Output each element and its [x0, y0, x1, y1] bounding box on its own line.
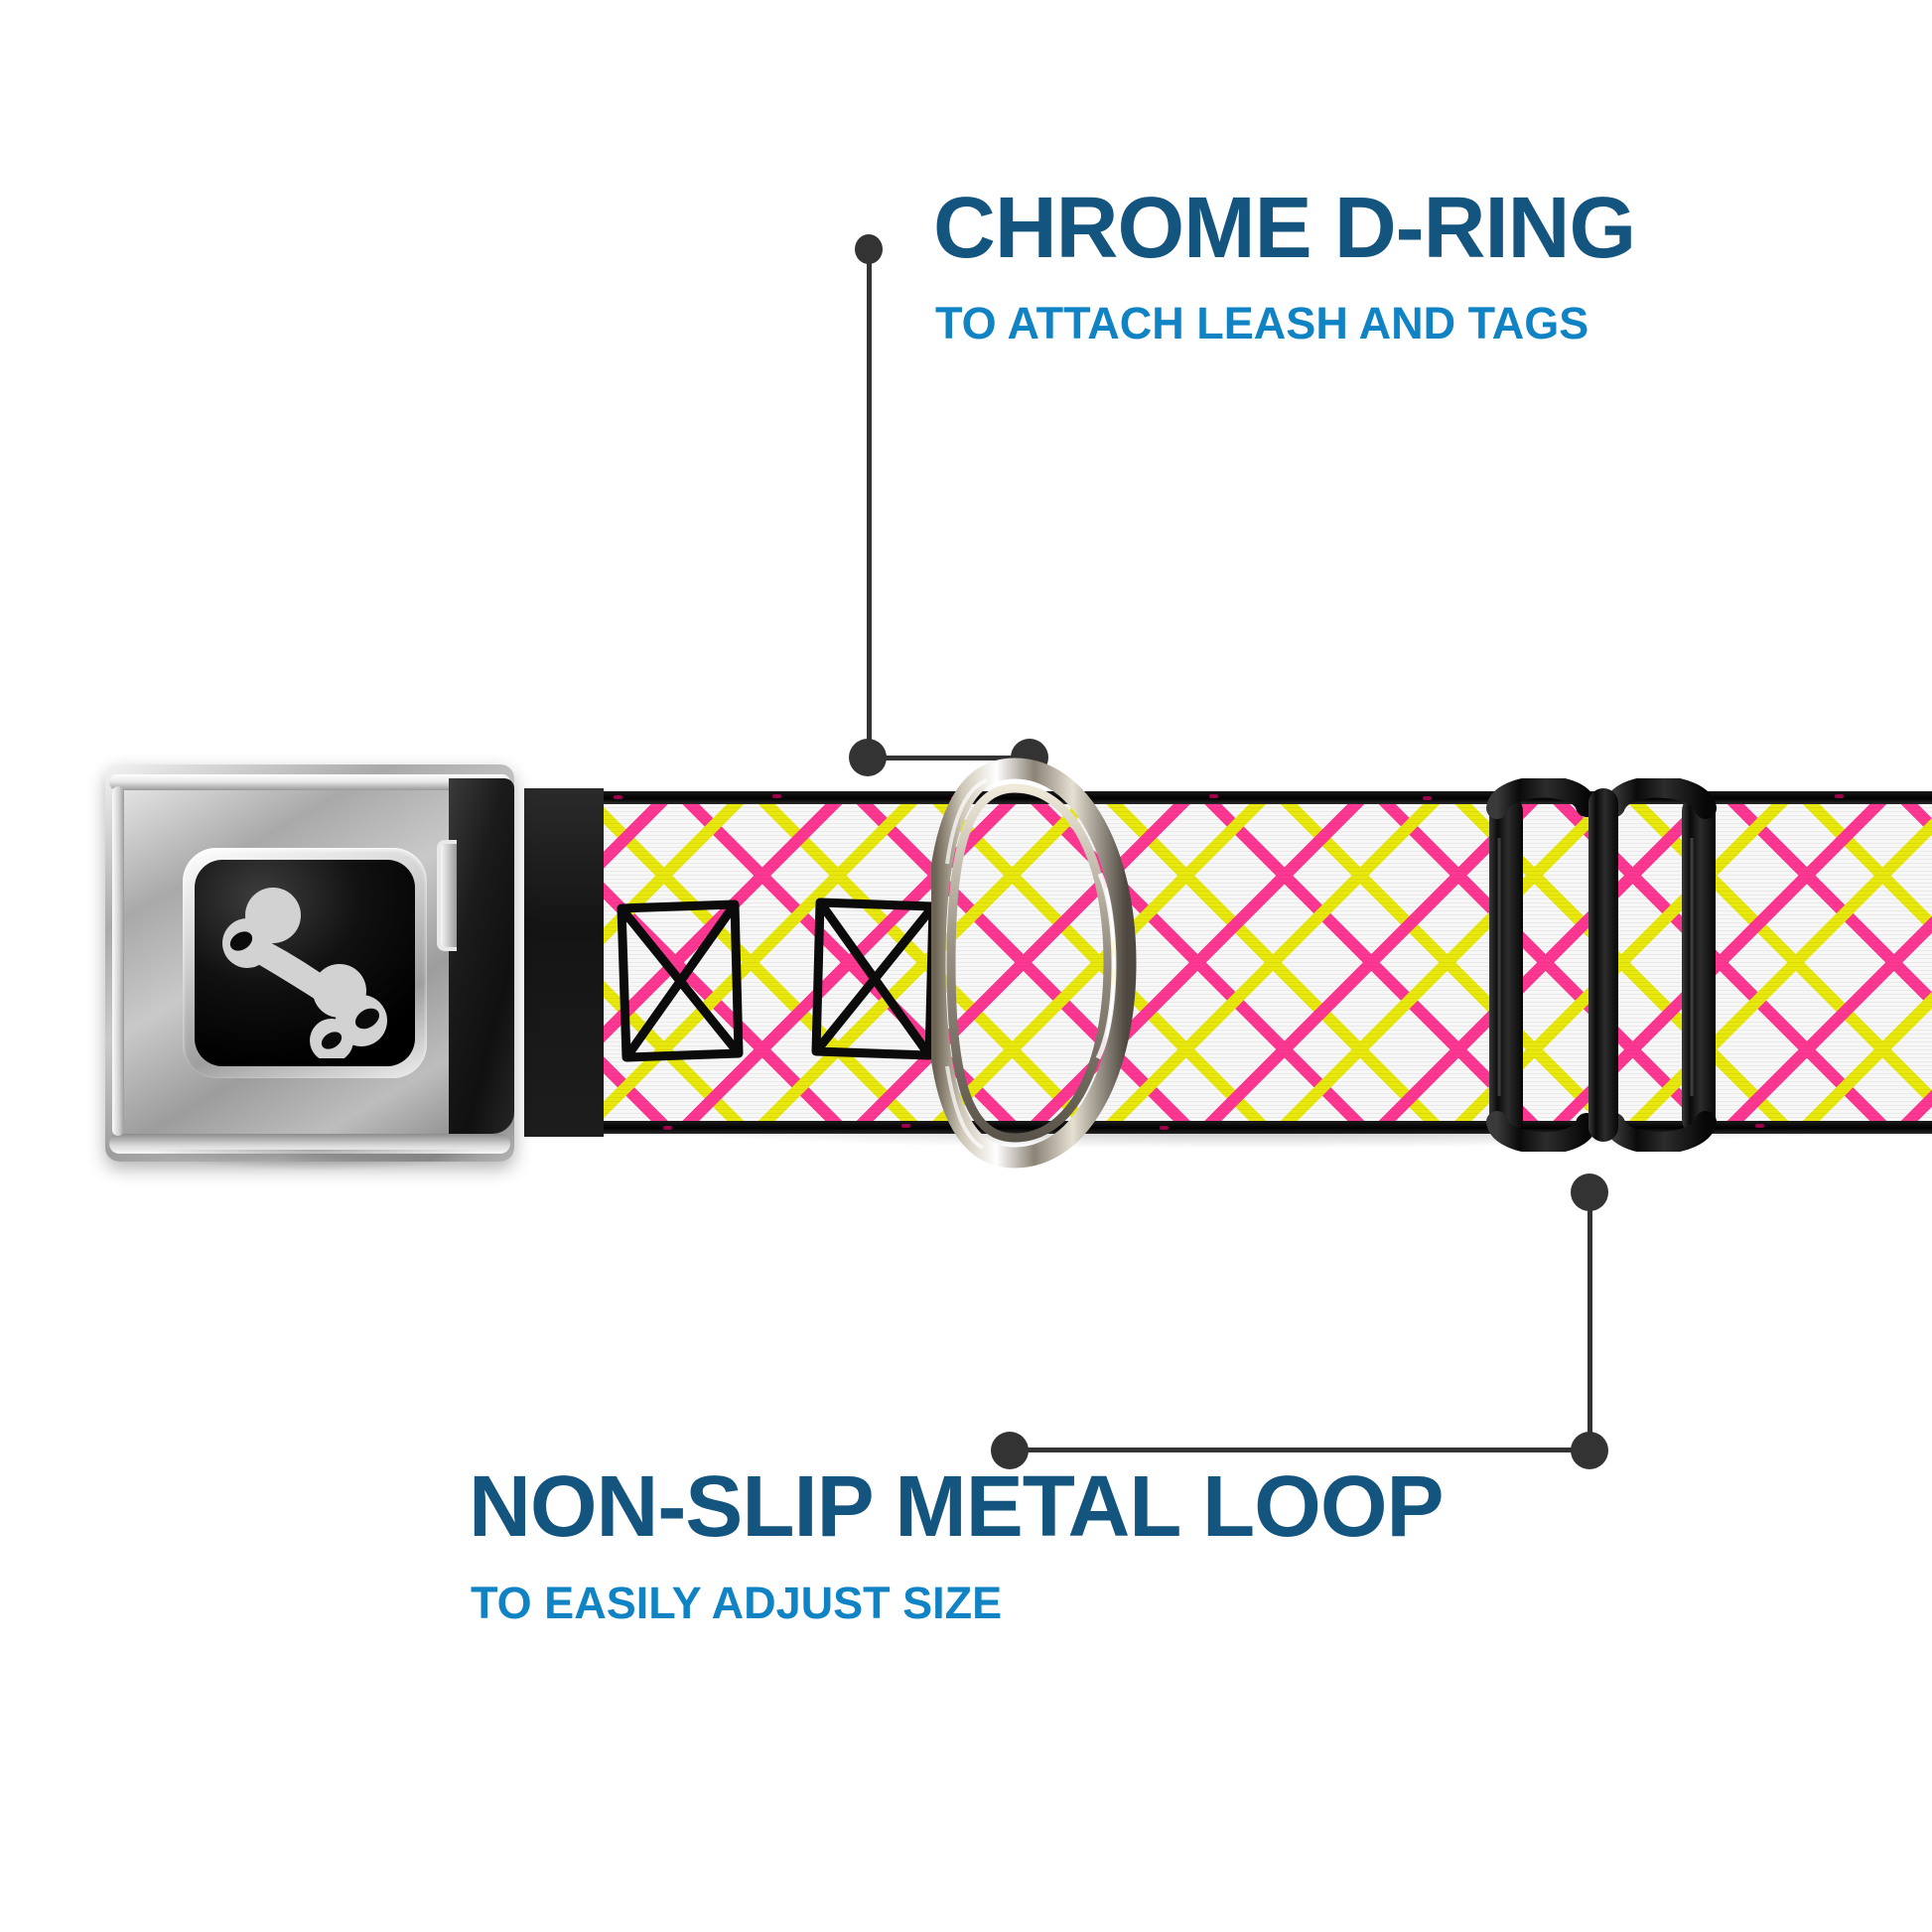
- bone-icon: [222, 888, 387, 1058]
- buckle-webbing-slot: [449, 778, 514, 1134]
- buckle-drop-shadow: [119, 1150, 516, 1179]
- buckle-left-highlight: [112, 786, 124, 1136]
- loop-callout-dot-left: [991, 1432, 1029, 1469]
- d-ring-callout-subtitle: TO ATTACH LEASH AND TAGS: [935, 298, 1589, 348]
- d-ring-callout-title: CHROME D-RING: [933, 180, 1636, 276]
- buckle-bottom-highlight: [109, 1134, 510, 1154]
- d-ring-callout-dot-left: [849, 739, 887, 776]
- loop-top-right-arc: [1603, 778, 1717, 819]
- buckle-logo-window: [195, 860, 415, 1066]
- d-ring-callout-dot-right: [1011, 739, 1048, 776]
- d-ring-callout-vertical-line: [867, 248, 872, 757]
- loop-callout-dot-right: [1571, 1432, 1608, 1469]
- loop-callout-vertical-line: [1587, 1190, 1592, 1450]
- loop-right-bar: [1682, 794, 1716, 1136]
- loop-callout-horizontal-line: [1008, 1448, 1591, 1452]
- loop-left-bar: [1489, 794, 1523, 1136]
- loop-center-post: [1588, 788, 1618, 1142]
- buckle-release-hook[interactable]: [437, 840, 457, 951]
- loop-top-left-arc: [1486, 778, 1597, 819]
- buckle-top-highlight: [109, 774, 510, 790]
- loop-bottom-left-arc: [1486, 1111, 1597, 1152]
- loop-callout-subtitle: TO EASILY ADJUST SIZE: [471, 1578, 1003, 1628]
- strap-black-webbing-tail: [524, 788, 604, 1137]
- d-ring-callout-horizontal-line: [868, 756, 1027, 760]
- d-ring-box-stitching: [617, 897, 938, 1062]
- loop-bottom-right-arc: [1603, 1111, 1717, 1152]
- non-slip-metal-loop[interactable]: [1483, 778, 1727, 1152]
- seatbelt-buckle[interactable]: [105, 764, 514, 1162]
- loop-callout-title: NON-SLIP METAL LOOP: [469, 1458, 1445, 1555]
